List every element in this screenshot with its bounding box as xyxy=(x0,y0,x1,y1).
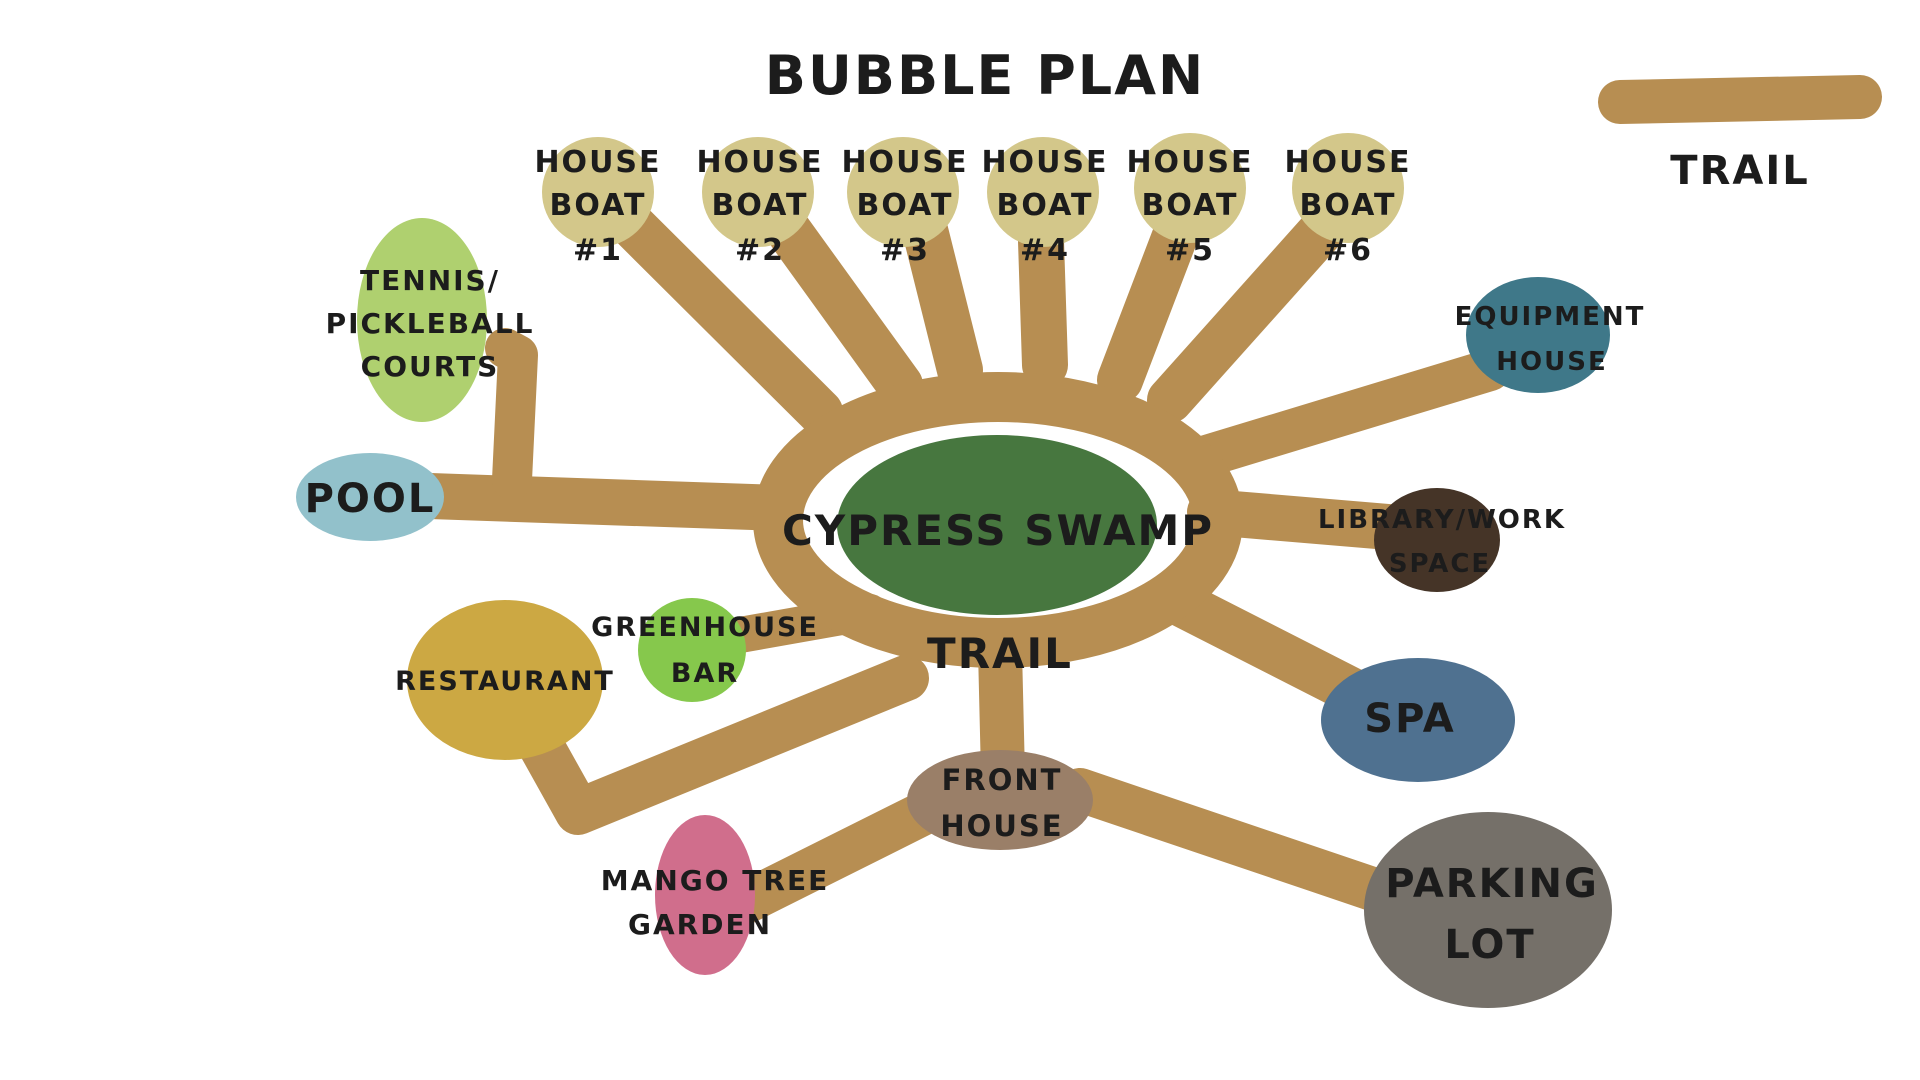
trail-to-house-boat-6 xyxy=(1147,187,1363,423)
house-boat-2-line1: HOUSE xyxy=(696,145,823,180)
restaurant-bubble xyxy=(407,600,603,760)
tennis-line1: TENNIS/ xyxy=(360,264,500,297)
house-boat-3-line2: BOAT xyxy=(857,188,954,223)
house-boat-1-line2: BOAT xyxy=(550,188,647,223)
equipment-house-node: EQUIPMENT HOUSE xyxy=(1455,277,1646,393)
house-boat-1: HOUSE BOAT #1 xyxy=(534,137,661,268)
equipment-house-bubble xyxy=(1466,277,1610,393)
house-boat-1-line1: HOUSE xyxy=(534,145,661,180)
spa-node: SPA xyxy=(1321,658,1515,782)
house-boat-5: HOUSE BOAT #5 xyxy=(1126,133,1253,268)
house-boat-5-bubble xyxy=(1134,133,1246,243)
tennis-line3: COURTS xyxy=(361,350,500,383)
spa-bubble xyxy=(1321,658,1515,782)
trail-to-restaurant xyxy=(512,655,929,835)
greenhouse-bar-bubble xyxy=(638,598,746,702)
greenhouse-line2: BAR xyxy=(671,658,739,689)
parking-line2: LOT xyxy=(1444,922,1535,968)
house-boat-2-bubble xyxy=(702,137,814,247)
house-boat-6-bubble xyxy=(1292,133,1404,243)
house-boat-5-line3: #5 xyxy=(1165,233,1215,268)
trail-to-tennis xyxy=(485,328,538,500)
page-title: BUBBLE PLAN xyxy=(765,44,1205,107)
parking-lot-bubble xyxy=(1364,812,1612,1008)
house-boat-2-line2: BOAT xyxy=(712,188,809,223)
trail-to-equipment-house xyxy=(1179,349,1511,479)
house-boat-2-line3: #2 xyxy=(735,233,785,268)
house-boat-4-line2: BOAT xyxy=(997,188,1094,223)
front-house-bubble xyxy=(907,750,1093,850)
house-boat-6: HOUSE BOAT #6 xyxy=(1284,133,1411,268)
legend: TRAIL xyxy=(1598,75,1882,194)
pool-label: POOL xyxy=(305,476,436,522)
front-house-node: FRONT HOUSE xyxy=(907,750,1093,850)
cypress-swamp-node: CYPRESS SWAMP TRAIL xyxy=(782,435,1214,678)
legend-trail-label: TRAIL xyxy=(1670,148,1809,194)
tennis-line2: PICKLEBALL xyxy=(326,307,535,340)
trail-ring-label: TRAIL xyxy=(927,629,1073,678)
pool-bubble xyxy=(296,453,444,541)
legend-trail-swatch xyxy=(1598,75,1882,124)
trail-ring xyxy=(753,372,1243,668)
mango-tree-garden-bubble xyxy=(655,815,755,975)
front-house-line2: HOUSE xyxy=(940,809,1063,843)
house-boat-2: HOUSE BOAT #2 xyxy=(696,137,823,268)
greenhouse-line1: GREENHOUSE xyxy=(591,612,819,643)
greenhouse-bar-node: GREENHOUSE BAR xyxy=(591,598,819,702)
cypress-swamp-label: CYPRESS SWAMP xyxy=(782,506,1214,555)
house-boat-1-bubble xyxy=(542,137,654,247)
library-line2: SPACE xyxy=(1389,549,1491,579)
library-line1: LIBRARY/WORK xyxy=(1318,505,1566,535)
house-boat-3: HOUSE BOAT #3 xyxy=(841,137,968,268)
house-boat-4-line1: HOUSE xyxy=(981,145,1108,180)
cypress-swamp-bubble xyxy=(837,435,1157,615)
tennis-pickleball-node: TENNIS/ PICKLEBALL COURTS xyxy=(326,218,535,422)
house-boat-3-bubble xyxy=(847,137,959,247)
house-boat-4-line3: #4 xyxy=(1020,233,1070,268)
house-boat-6-line2: BOAT xyxy=(1300,188,1397,223)
trail-to-house-boat-1 xyxy=(589,182,843,435)
equipment-line2: HOUSE xyxy=(1496,347,1607,377)
restaurant-label: RESTAURANT xyxy=(395,666,615,697)
trail-to-parking-lot xyxy=(1058,768,1412,917)
parking-line1: PARKING xyxy=(1385,861,1599,907)
trail-to-mango-garden xyxy=(718,788,952,927)
house-boat-5-line2: BOAT xyxy=(1142,188,1239,223)
house-boat-6-line3: #6 xyxy=(1323,233,1373,268)
parking-lot-node: PARKING LOT xyxy=(1364,812,1612,1008)
house-boat-6-line1: HOUSE xyxy=(1284,145,1411,180)
house-boat-3-line1: HOUSE xyxy=(841,145,968,180)
tennis-pickleball-bubble xyxy=(357,218,487,422)
restaurant-node: RESTAURANT xyxy=(395,600,615,760)
house-boat-1-line3: #1 xyxy=(573,233,623,268)
library-bubble xyxy=(1374,488,1500,592)
pool-node: POOL xyxy=(296,453,444,541)
mango-line1: MANGO TREE xyxy=(601,864,829,897)
house-boat-4: HOUSE BOAT #4 xyxy=(981,137,1108,268)
mango-tree-garden-node: MANGO TREE GARDEN xyxy=(601,815,829,975)
mango-line2: GARDEN xyxy=(628,908,772,941)
equipment-line1: EQUIPMENT xyxy=(1455,302,1646,332)
spa-label: SPA xyxy=(1364,696,1455,742)
front-house-line1: FRONT xyxy=(942,763,1063,797)
library-node: LIBRARY/WORK SPACE xyxy=(1318,488,1566,592)
house-boat-4-bubble xyxy=(987,137,1099,247)
house-boat-5-line1: HOUSE xyxy=(1126,145,1253,180)
house-boat-3-line3: #3 xyxy=(880,233,930,268)
trail-to-pool xyxy=(407,473,803,531)
